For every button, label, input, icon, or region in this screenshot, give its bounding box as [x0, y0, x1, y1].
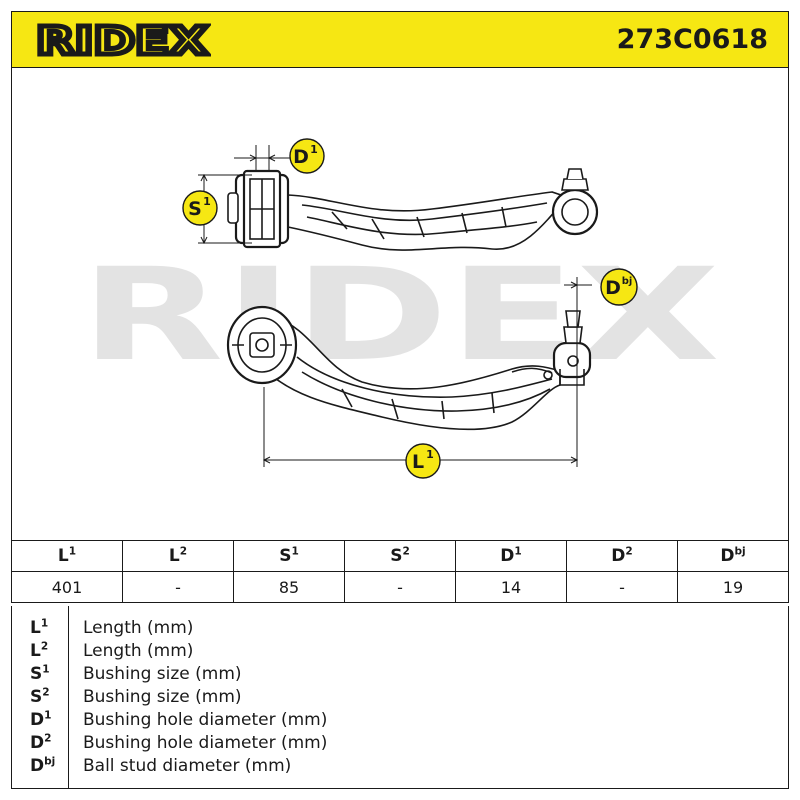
specs-table: L1 L2 S1 S2 D1 D2 Dbj 401 - 85 - 14 - 19 [11, 540, 789, 603]
legend-desc: Bushing size (mm) [83, 687, 242, 707]
legend-key: D1 [30, 709, 52, 730]
badge-s1-base: S [188, 198, 202, 220]
legend-desc: Bushing hole diameter (mm) [83, 710, 328, 730]
legend-key: Dbj [30, 755, 56, 776]
legend-key: L2 [30, 640, 49, 661]
value-l1: 401 [11, 571, 123, 603]
badge-d1-sup: 1 [310, 143, 318, 156]
technical-drawing: RIDEX [11, 67, 789, 541]
legend-item: S2 Bushing size (mm) [12, 687, 788, 709]
legend-desc: Length (mm) [83, 618, 194, 638]
header-d1: D1 [455, 540, 567, 572]
ridex-logo: RIDEX [36, 21, 211, 59]
badge-l1: L 1 [405, 443, 441, 479]
header-dbj: Dbj [677, 540, 789, 572]
legend-item: L2 Length (mm) [12, 641, 788, 663]
badge-dbj: D bj [600, 268, 638, 306]
badge-s1-sup: 1 [203, 195, 211, 208]
value-s1: 85 [233, 571, 345, 603]
legend-item: D2 Bushing hole diameter (mm) [12, 733, 788, 755]
legend-item: D1 Bushing hole diameter (mm) [12, 710, 788, 732]
legend-key: L1 [30, 617, 49, 638]
header-bar: RIDEX 273C0618 [11, 11, 789, 68]
legend-desc: Bushing size (mm) [83, 664, 242, 684]
header-s1: S1 [233, 540, 345, 572]
legend-desc: Bushing hole diameter (mm) [83, 733, 328, 753]
part-number: 273C0618 [616, 24, 768, 55]
header-l2: L2 [122, 540, 234, 572]
badge-dbj-base: D [605, 277, 621, 299]
logo-text: RIDEX [36, 21, 208, 59]
legend-desc: Length (mm) [83, 641, 194, 661]
watermark: RIDEX [80, 241, 720, 390]
value-dbj: 19 [677, 571, 789, 603]
legend-item: L1 Length (mm) [12, 618, 788, 640]
value-s2: - [344, 571, 456, 603]
badge-d1: D 1 [289, 138, 325, 174]
value-d1: 14 [455, 571, 567, 603]
legend-key: D2 [30, 732, 52, 753]
legend: L1 Length (mm) L2 Length (mm) S1 Bushing… [11, 606, 789, 789]
control-arm-side-view [227, 168, 599, 251]
drawing-canvas: RIDEX [80, 138, 720, 479]
control-arm-top-view [226, 305, 592, 431]
specs-header-row: L1 L2 S1 S2 D1 D2 Dbj [11, 540, 789, 572]
legend-desc: Ball stud diameter (mm) [83, 756, 292, 776]
badge-d1-base: D [293, 146, 309, 168]
badge-l1-base: L [412, 451, 424, 473]
header-d2: D2 [566, 540, 678, 572]
specs-value-row: 401 - 85 - 14 - 19 [11, 571, 789, 603]
badge-s1: S 1 [182, 190, 218, 226]
badge-dbj-sup: bj [622, 276, 633, 287]
legend-key: S2 [30, 686, 50, 707]
header-s2: S2 [344, 540, 456, 572]
d1-dimension [234, 145, 292, 171]
header-l1: L1 [11, 540, 123, 572]
s1-dimension [198, 173, 252, 245]
legend-item: Dbj Ball stud diameter (mm) [12, 756, 788, 778]
value-l2: - [122, 571, 234, 603]
legend-item: S1 Bushing size (mm) [12, 664, 788, 686]
badge-l1-sup: 1 [426, 448, 434, 461]
legend-divider [68, 606, 69, 788]
legend-key: S1 [30, 663, 50, 684]
value-d2: - [566, 571, 678, 603]
